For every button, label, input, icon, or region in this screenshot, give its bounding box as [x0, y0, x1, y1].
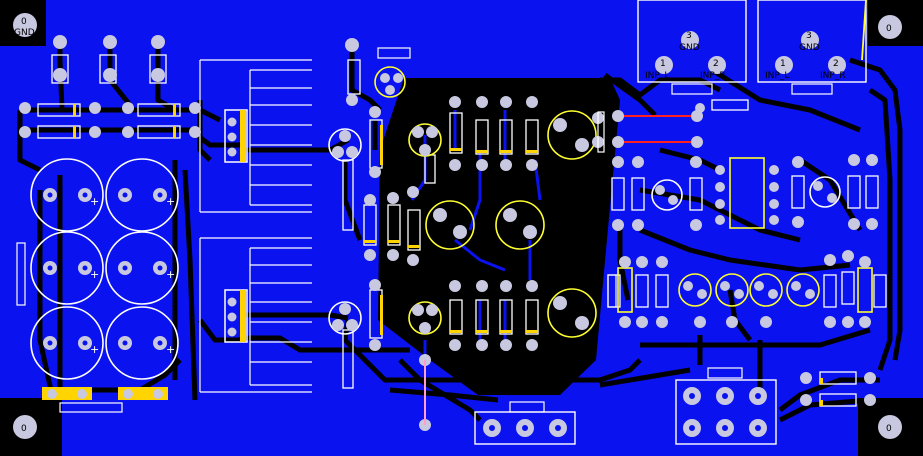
mounting-hole-br: 0 [878, 415, 902, 439]
svg-text:+: + [166, 195, 175, 208]
misc-silk [597, 111, 617, 308]
connA-inl-label: INP_L [645, 71, 669, 81]
preamp-pads [612, 103, 878, 406]
heatsink-bottom-outline [199, 237, 312, 393]
connA-gnd-label: GND [679, 43, 700, 53]
mounting-hole-tl: 0 GND [13, 13, 37, 38]
connB-pin1-label: 1 [780, 59, 786, 69]
mounting-hole-tr: 0 [878, 15, 902, 39]
resistor-bands [364, 125, 538, 335]
mount-tl-sublabel: GND [14, 28, 35, 38]
connB-inl-label: INP_L [765, 71, 789, 81]
filter-capacitor-pads: + + + + + + [43, 188, 175, 356]
speaker-output-connector [474, 401, 576, 445]
mount-tr-label: 0 [886, 24, 892, 34]
svg-text:+: + [90, 195, 99, 208]
preamp-capacitors [651, 176, 841, 307]
power-transistor-bottom [224, 289, 248, 343]
yellow-edge-wire [861, 0, 867, 61]
connA-pin1-label: 1 [660, 59, 666, 69]
red-jumper-pads [612, 110, 703, 148]
opamp-ic [715, 157, 779, 229]
connA-inr-label: INP_R [700, 71, 726, 81]
connA-pin3-label: 3 [686, 31, 692, 41]
svg-text:+: + [166, 343, 175, 356]
connB-inr-label: INP_R [820, 71, 846, 81]
copper-traces [17, 45, 903, 423]
preamp-ic-yellow-bands [820, 378, 823, 406]
mount-br-label: 0 [886, 424, 892, 434]
mounting-hole-bl: 0 [13, 415, 37, 439]
semiconductor-pads [332, 38, 604, 431]
connA-pin2-label: 2 [713, 59, 719, 69]
connB-pin3-label: 3 [806, 31, 812, 41]
psu-output-connector [675, 367, 777, 445]
power-transistor-top [224, 109, 248, 163]
input-connector-b: 3 GND 1 2 INP_L INP_R [757, 0, 867, 95]
connB-pin2-label: 2 [833, 59, 839, 69]
connB-gnd-label: GND [799, 43, 820, 53]
heatsink-top-outline [199, 59, 312, 213]
cap-outline-left-strip [16, 242, 26, 306]
rectifier-diode-bands [73, 104, 176, 138]
small-transistors [328, 66, 597, 338]
svg-text:+: + [90, 268, 99, 281]
rectifier-diodes [37, 54, 181, 139]
filter-capacitors [30, 158, 179, 380]
rectifier-pads [19, 35, 201, 138]
input-connector-a: 3 GND 1 2 INP_L INP_R [637, 0, 747, 95]
svg-text:+: + [166, 268, 175, 281]
svg-text:+: + [90, 343, 99, 356]
red-jumpers [620, 115, 695, 143]
power-input-connector [42, 387, 168, 413]
mount-tl-label: 0 [21, 17, 27, 27]
resistor-top-silk [377, 47, 411, 59]
mount-bl-label: 0 [21, 424, 27, 434]
